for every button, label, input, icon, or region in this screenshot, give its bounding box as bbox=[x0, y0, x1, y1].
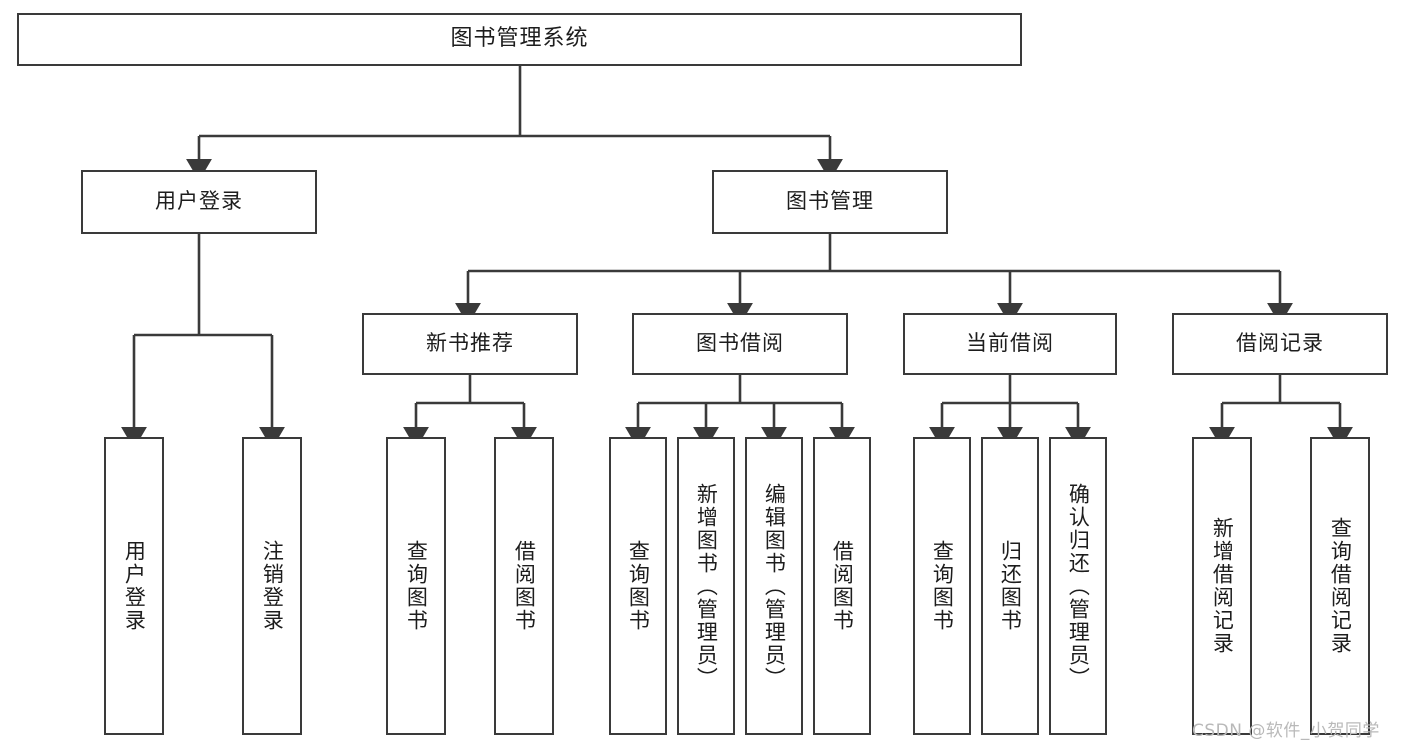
node-user-login-label: 用户登录 bbox=[155, 189, 243, 214]
leaf-add-book[interactable]: 新增图书（管理员） bbox=[677, 437, 735, 735]
node-user-login[interactable]: 用户登录 bbox=[81, 170, 317, 234]
leaf-borrow-book-2[interactable]: 借阅图书 bbox=[813, 437, 871, 735]
leaf-query-book-2-label: 查询图书 bbox=[626, 540, 651, 632]
leaf-confirm-return[interactable]: 确认归还（管理员） bbox=[1049, 437, 1107, 735]
leaf-query-book-3-label: 查询图书 bbox=[930, 540, 955, 632]
leaf-query-book-1-label: 查询图书 bbox=[404, 540, 429, 632]
leaf-add-record[interactable]: 新增借阅记录 bbox=[1192, 437, 1252, 735]
node-borrow-record-label: 借阅记录 bbox=[1236, 331, 1324, 356]
leaf-return-book[interactable]: 归还图书 bbox=[981, 437, 1039, 735]
leaf-user-login[interactable]: 用户登录 bbox=[104, 437, 164, 735]
leaf-query-book-1[interactable]: 查询图书 bbox=[386, 437, 446, 735]
leaf-confirm-return-label: 确认归还（管理员） bbox=[1066, 482, 1091, 690]
leaf-return-book-label: 归还图书 bbox=[998, 540, 1023, 632]
leaf-edit-book[interactable]: 编辑图书（管理员） bbox=[745, 437, 803, 735]
leaf-logout-login-label: 注销登录 bbox=[260, 540, 285, 632]
leaf-query-record-label: 查询借阅记录 bbox=[1328, 517, 1353, 655]
node-book-borrow[interactable]: 图书借阅 bbox=[632, 313, 848, 375]
node-borrow-record[interactable]: 借阅记录 bbox=[1172, 313, 1388, 375]
leaf-query-record[interactable]: 查询借阅记录 bbox=[1310, 437, 1370, 735]
node-root-label: 图书管理系统 bbox=[450, 26, 589, 52]
node-book-manage[interactable]: 图书管理 bbox=[712, 170, 948, 234]
node-new-book-recommend[interactable]: 新书推荐 bbox=[362, 313, 578, 375]
leaf-borrow-book-2-label: 借阅图书 bbox=[830, 540, 855, 632]
csdn-watermark: CSDN @软件_小贺同学 bbox=[1192, 721, 1380, 741]
node-new-book-recommend-label: 新书推荐 bbox=[426, 331, 514, 356]
leaf-query-book-3[interactable]: 查询图书 bbox=[913, 437, 971, 735]
leaf-add-record-label: 新增借阅记录 bbox=[1210, 517, 1235, 655]
node-current-borrow-label: 当前借阅 bbox=[966, 331, 1054, 356]
leaf-edit-book-label: 编辑图书（管理员） bbox=[762, 482, 787, 690]
node-book-manage-label: 图书管理 bbox=[786, 189, 874, 214]
leaf-borrow-book-1-label: 借阅图书 bbox=[512, 540, 537, 632]
node-current-borrow[interactable]: 当前借阅 bbox=[903, 313, 1117, 375]
leaf-borrow-book-1[interactable]: 借阅图书 bbox=[494, 437, 554, 735]
leaf-logout-login[interactable]: 注销登录 bbox=[242, 437, 302, 735]
node-root[interactable]: 图书管理系统 bbox=[17, 13, 1022, 66]
leaf-add-book-label: 新增图书（管理员） bbox=[694, 482, 719, 690]
leaf-query-book-2[interactable]: 查询图书 bbox=[609, 437, 667, 735]
leaf-user-login-label: 用户登录 bbox=[122, 540, 147, 632]
node-book-borrow-label: 图书借阅 bbox=[696, 331, 784, 356]
